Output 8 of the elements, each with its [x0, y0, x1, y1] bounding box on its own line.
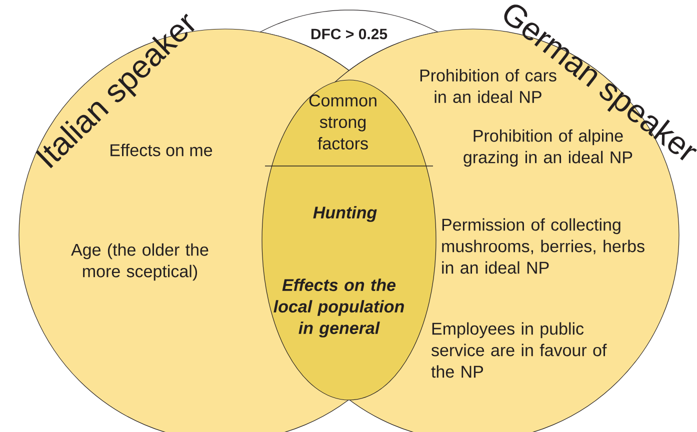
factor-text: Age (the older the more sceptical)	[71, 243, 208, 281]
factor-text: Common strong factors	[309, 94, 376, 150]
factor-text: Hunting	[313, 206, 377, 222]
factor-text: Effects on the local population in general	[274, 278, 404, 338]
threshold-label: DFC > 0.25	[311, 28, 388, 40]
factor-text: Permission of collecting mushrooms, berries, herbs in an ideal NP	[442, 218, 644, 274]
factor-text: Employees in public service are in favour of the NP	[431, 322, 607, 378]
factor-text: Effects on me	[110, 144, 212, 156]
